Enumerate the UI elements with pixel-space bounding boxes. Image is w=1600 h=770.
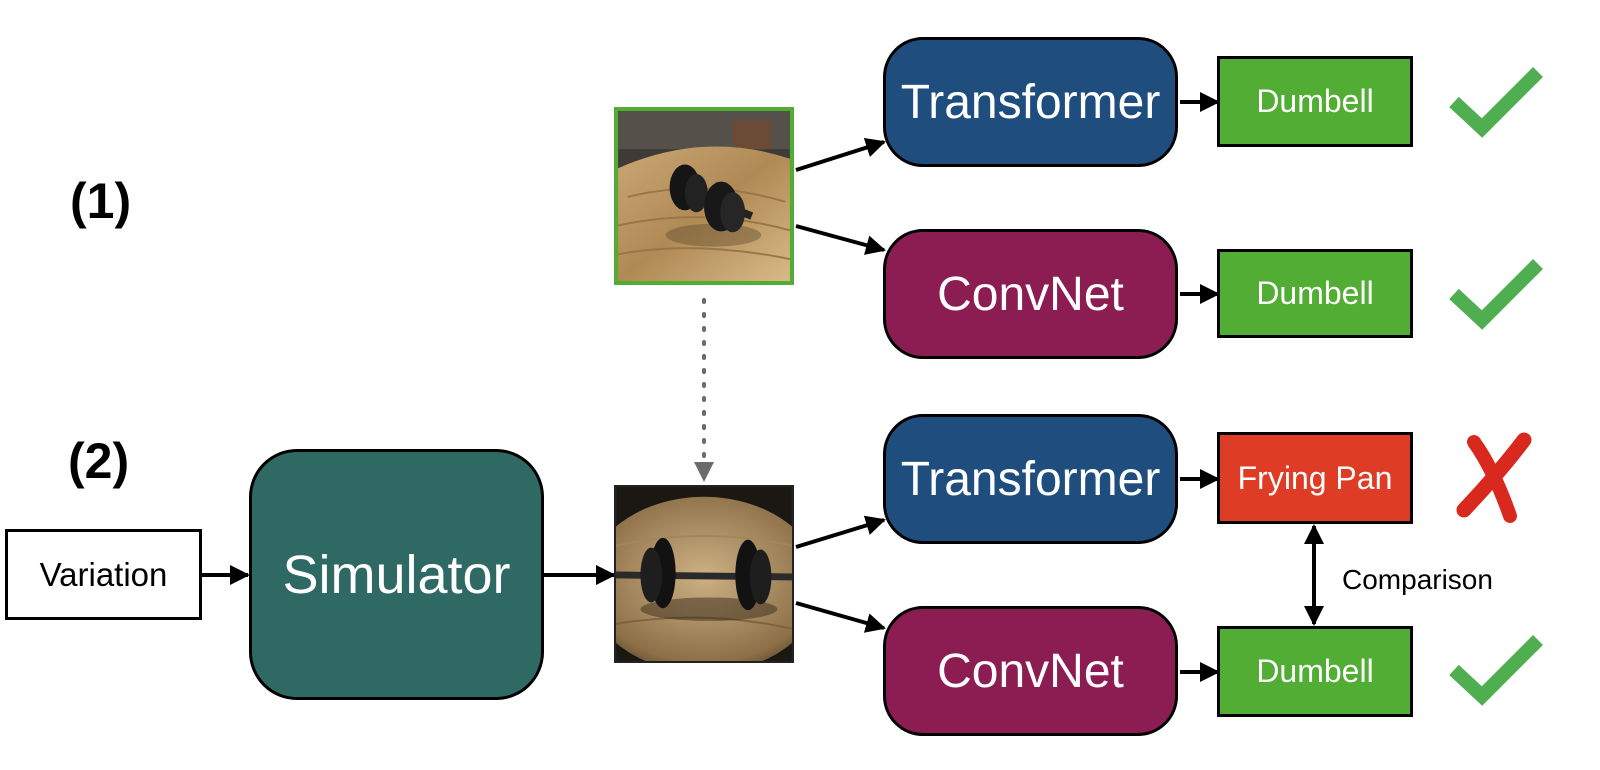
arrow-image1-to-convnet <box>795 224 886 255</box>
arrow-image2-to-transformer <box>795 515 886 549</box>
arrow-image1-to-transformer <box>795 137 886 172</box>
prediction-transformer-original: Dumbell <box>1217 56 1413 147</box>
dumbbell-picture-original <box>618 111 790 281</box>
dumbbell-image-original <box>614 107 794 285</box>
transformer-model-variation: Transformer <box>883 414 1178 544</box>
step-label-2: (2) <box>68 433 130 489</box>
prediction-transformer-variation: Frying Pan <box>1217 432 1413 524</box>
variation-box: Variation <box>5 529 202 620</box>
simulator-box: Simulator <box>249 449 544 700</box>
check-icon <box>1449 635 1543 706</box>
transformer-model-original: Transformer <box>883 37 1178 167</box>
convnet-model-original: ConvNet <box>883 229 1178 359</box>
step-label-1: (1) <box>70 173 132 229</box>
check-icon <box>1449 259 1543 330</box>
cross-icon <box>1456 432 1532 523</box>
check-icon <box>1449 67 1543 138</box>
prediction-convnet-variation: Dumbell <box>1217 626 1413 717</box>
prediction-convnet-original: Dumbell <box>1217 249 1413 338</box>
convnet-model-variation: ConvNet <box>883 606 1178 736</box>
dumbbell-picture-variation <box>616 487 792 661</box>
dumbbell-image-variation <box>614 485 794 663</box>
comparison-label: Comparison <box>1342 564 1493 595</box>
arrow-image2-to-convnet <box>795 601 886 633</box>
